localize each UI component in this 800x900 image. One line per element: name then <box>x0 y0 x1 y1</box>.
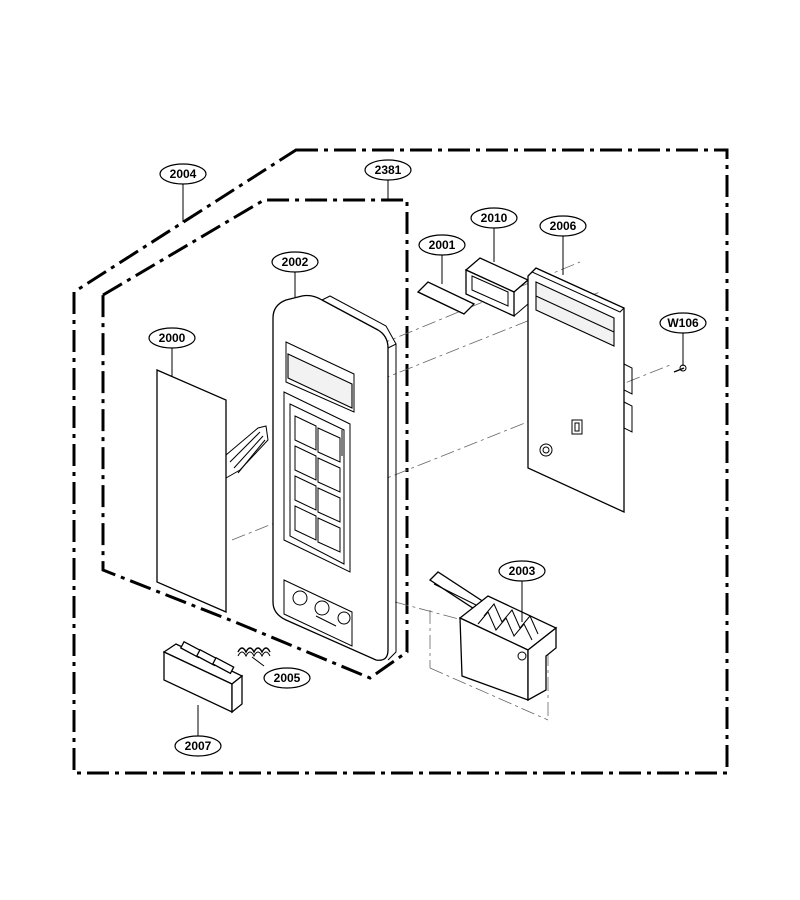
svg-text:W106: W106 <box>667 316 699 330</box>
part-2005-spring <box>237 647 271 658</box>
callout-2006: 2006 <box>539 215 587 237</box>
part-2006-pcb <box>527 267 633 514</box>
svg-text:2010: 2010 <box>481 211 508 225</box>
outer-assembly-boundary <box>72 148 729 775</box>
callout-W106: W106 <box>659 312 707 334</box>
svg-text:2007: 2007 <box>185 739 212 753</box>
part-2001-lens <box>416 281 476 315</box>
svg-text:2004: 2004 <box>170 167 197 181</box>
callout-2000: 2000 <box>148 327 196 349</box>
callout-2004: 2004 <box>159 163 207 185</box>
part-2007-push-button <box>162 640 244 714</box>
part-2003-latch-assembly <box>428 571 558 702</box>
callout-2005: 2005 <box>263 667 311 689</box>
callout-2001: 2001 <box>418 234 466 256</box>
part-2002-control-panel <box>272 294 397 661</box>
part-2000-membrane-sheet <box>156 369 269 613</box>
svg-text:2000: 2000 <box>159 331 186 345</box>
svg-text:2006: 2006 <box>550 219 577 233</box>
svg-text:2002: 2002 <box>282 255 309 269</box>
part-2010-display-frame <box>464 257 530 318</box>
inner-assembly-boundary <box>101 198 409 680</box>
callout-2007: 2007 <box>174 735 222 757</box>
svg-text:2003: 2003 <box>509 564 536 578</box>
svg-text:2381: 2381 <box>375 163 402 177</box>
callout-2010: 2010 <box>470 207 518 229</box>
callout-2002: 2002 <box>271 251 319 273</box>
callout-2381: 2381 <box>364 159 412 181</box>
callout-2003: 2003 <box>498 560 546 582</box>
svg-text:2005: 2005 <box>274 671 301 685</box>
part-W106-screw <box>673 364 687 373</box>
svg-text:2001: 2001 <box>429 238 456 252</box>
leader-lines <box>171 179 684 738</box>
